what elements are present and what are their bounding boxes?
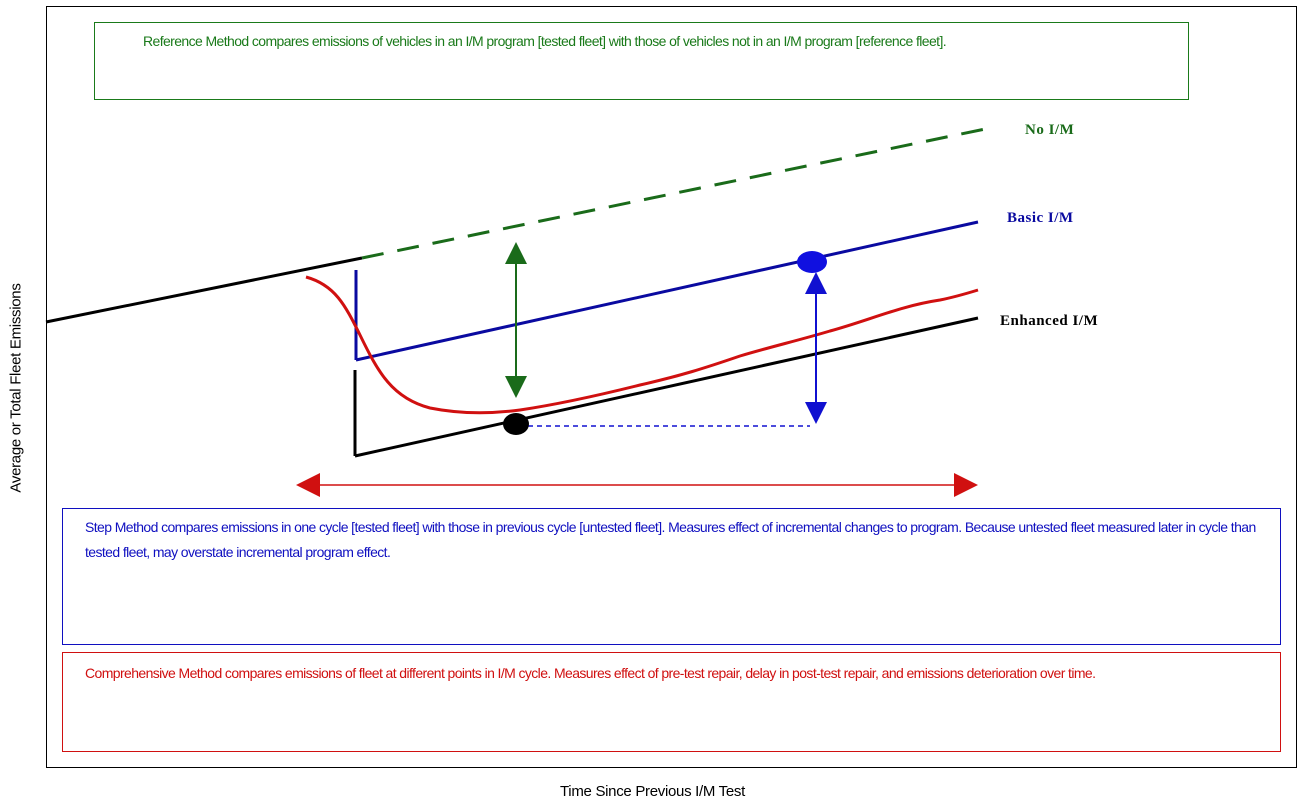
x-axis-label: Time Since Previous I/M Test [560, 783, 745, 800]
enhanced-im-line [354, 316, 979, 458]
enhanced-im-point-marker [503, 413, 529, 435]
comprehensive-arrow-left-head [296, 473, 320, 497]
enhanced-im-label: Enhanced I/M [1000, 313, 1099, 329]
comprehensive-method-text: Comprehensive Method compares emissions … [85, 665, 1096, 681]
basic-im-line [355, 220, 979, 362]
reference-arrow-top-head [505, 242, 527, 264]
reference-method-text: Reference Method compares emissions of v… [143, 33, 947, 49]
no-im-line [361, 126, 991, 260]
step-method-text: Step Method compares emissions in one cy… [85, 519, 1256, 560]
comprehensive-arrow-right-head [954, 473, 978, 497]
step-method-box: Step Method compares emissions in one cy… [62, 508, 1281, 645]
y-axis-label: Average or Total Fleet Emissions [7, 283, 25, 493]
comprehensive-method-box: Comprehensive Method compares emissions … [62, 652, 1281, 752]
basic-im-label: Basic I/M [1007, 210, 1074, 226]
reference-arrow-bottom-head [505, 376, 527, 398]
step-arrow-top-head [805, 272, 827, 294]
no-im-label: No I/M [1025, 122, 1075, 138]
comprehensive-curve [305, 275, 979, 415]
reference-method-box: Reference Method compares emissions of v… [94, 22, 1189, 100]
diagram-frame [46, 6, 1297, 768]
step-arrow-bottom-head [805, 402, 827, 424]
pre-test-line [45, 256, 363, 324]
basic-im-point-marker [797, 251, 827, 273]
